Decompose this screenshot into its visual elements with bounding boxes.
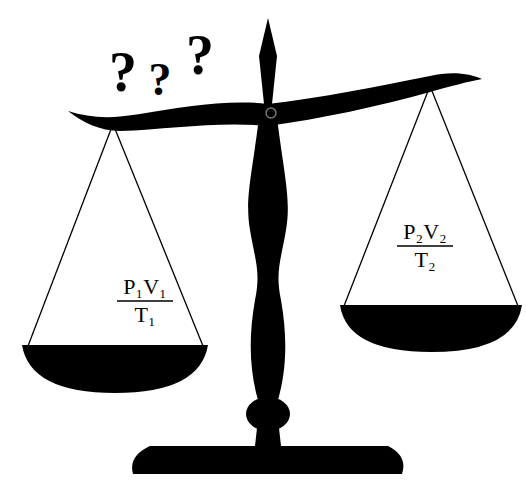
fraction-bar xyxy=(117,300,173,301)
scale-base xyxy=(132,446,403,474)
question-mark: ? xyxy=(149,57,172,103)
left-pan xyxy=(22,345,208,393)
pivot xyxy=(266,108,276,118)
scale-finial xyxy=(259,18,277,104)
fraction-denominator: T₂ xyxy=(414,249,435,271)
scale-column xyxy=(248,118,288,400)
pan-string xyxy=(430,86,518,306)
question-mark: ? xyxy=(186,27,214,83)
fraction-numerator: P₁V₁ xyxy=(123,276,166,298)
question-mark: ? xyxy=(109,44,137,100)
scale-knob xyxy=(246,397,290,431)
right-pan xyxy=(340,305,522,352)
pan-string xyxy=(28,124,113,346)
pan-string xyxy=(344,86,430,306)
pan-string xyxy=(113,124,203,346)
fraction-bar xyxy=(397,245,453,246)
fraction-numerator: P₂V₂ xyxy=(403,221,446,243)
fraction-denominator: T₁ xyxy=(134,304,155,326)
